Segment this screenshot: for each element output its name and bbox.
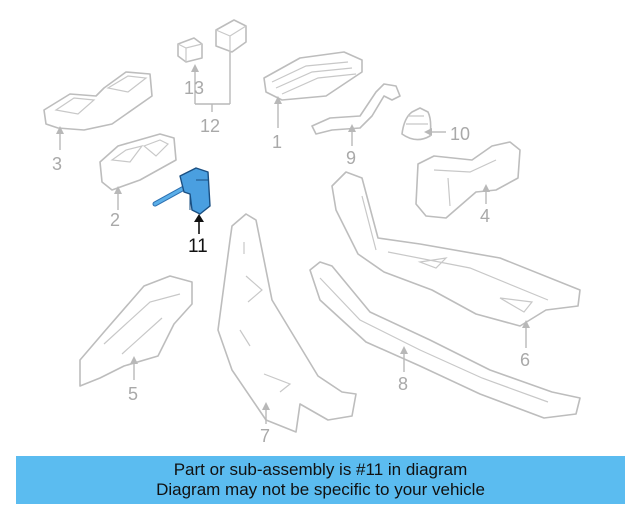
callout-10: 10 <box>450 124 470 144</box>
callout-8: 8 <box>398 374 408 394</box>
part-1 <box>263 51 363 101</box>
part-9 <box>311 83 401 135</box>
callout-6: 6 <box>520 350 530 370</box>
part-6 <box>331 171 581 327</box>
callout-9: 9 <box>346 148 356 168</box>
info-banner: Part or sub-assembly is #11 in diagram D… <box>16 456 625 504</box>
part-12-clip <box>215 19 247 53</box>
part-8 <box>309 261 581 419</box>
callout-4: 4 <box>480 206 490 226</box>
callout-13: 13 <box>184 78 204 98</box>
part-10 <box>401 107 432 141</box>
part-11-highlighted[interactable] <box>152 167 211 215</box>
part-4 <box>415 141 521 219</box>
part-3 <box>43 71 153 131</box>
callout-1: 1 <box>272 132 282 152</box>
banner-line-1: Part or sub-assembly is #11 in diagram <box>173 460 468 479</box>
parts-diagram: 13 12 3 2 1 9 10 4 6 8 7 5 11 <box>43 19 581 446</box>
part-2 <box>99 133 177 191</box>
part-7 <box>217 213 357 433</box>
callout-12: 12 <box>200 116 220 136</box>
callout-11: 11 <box>188 236 208 257</box>
callout-7: 7 <box>260 426 270 446</box>
part-13 <box>177 37 203 63</box>
callout-2: 2 <box>110 210 120 230</box>
part-5 <box>79 275 193 387</box>
banner-line-2: Diagram may not be specific to your vehi… <box>156 480 485 499</box>
callout-3: 3 <box>52 154 62 174</box>
callout-5: 5 <box>128 384 138 404</box>
